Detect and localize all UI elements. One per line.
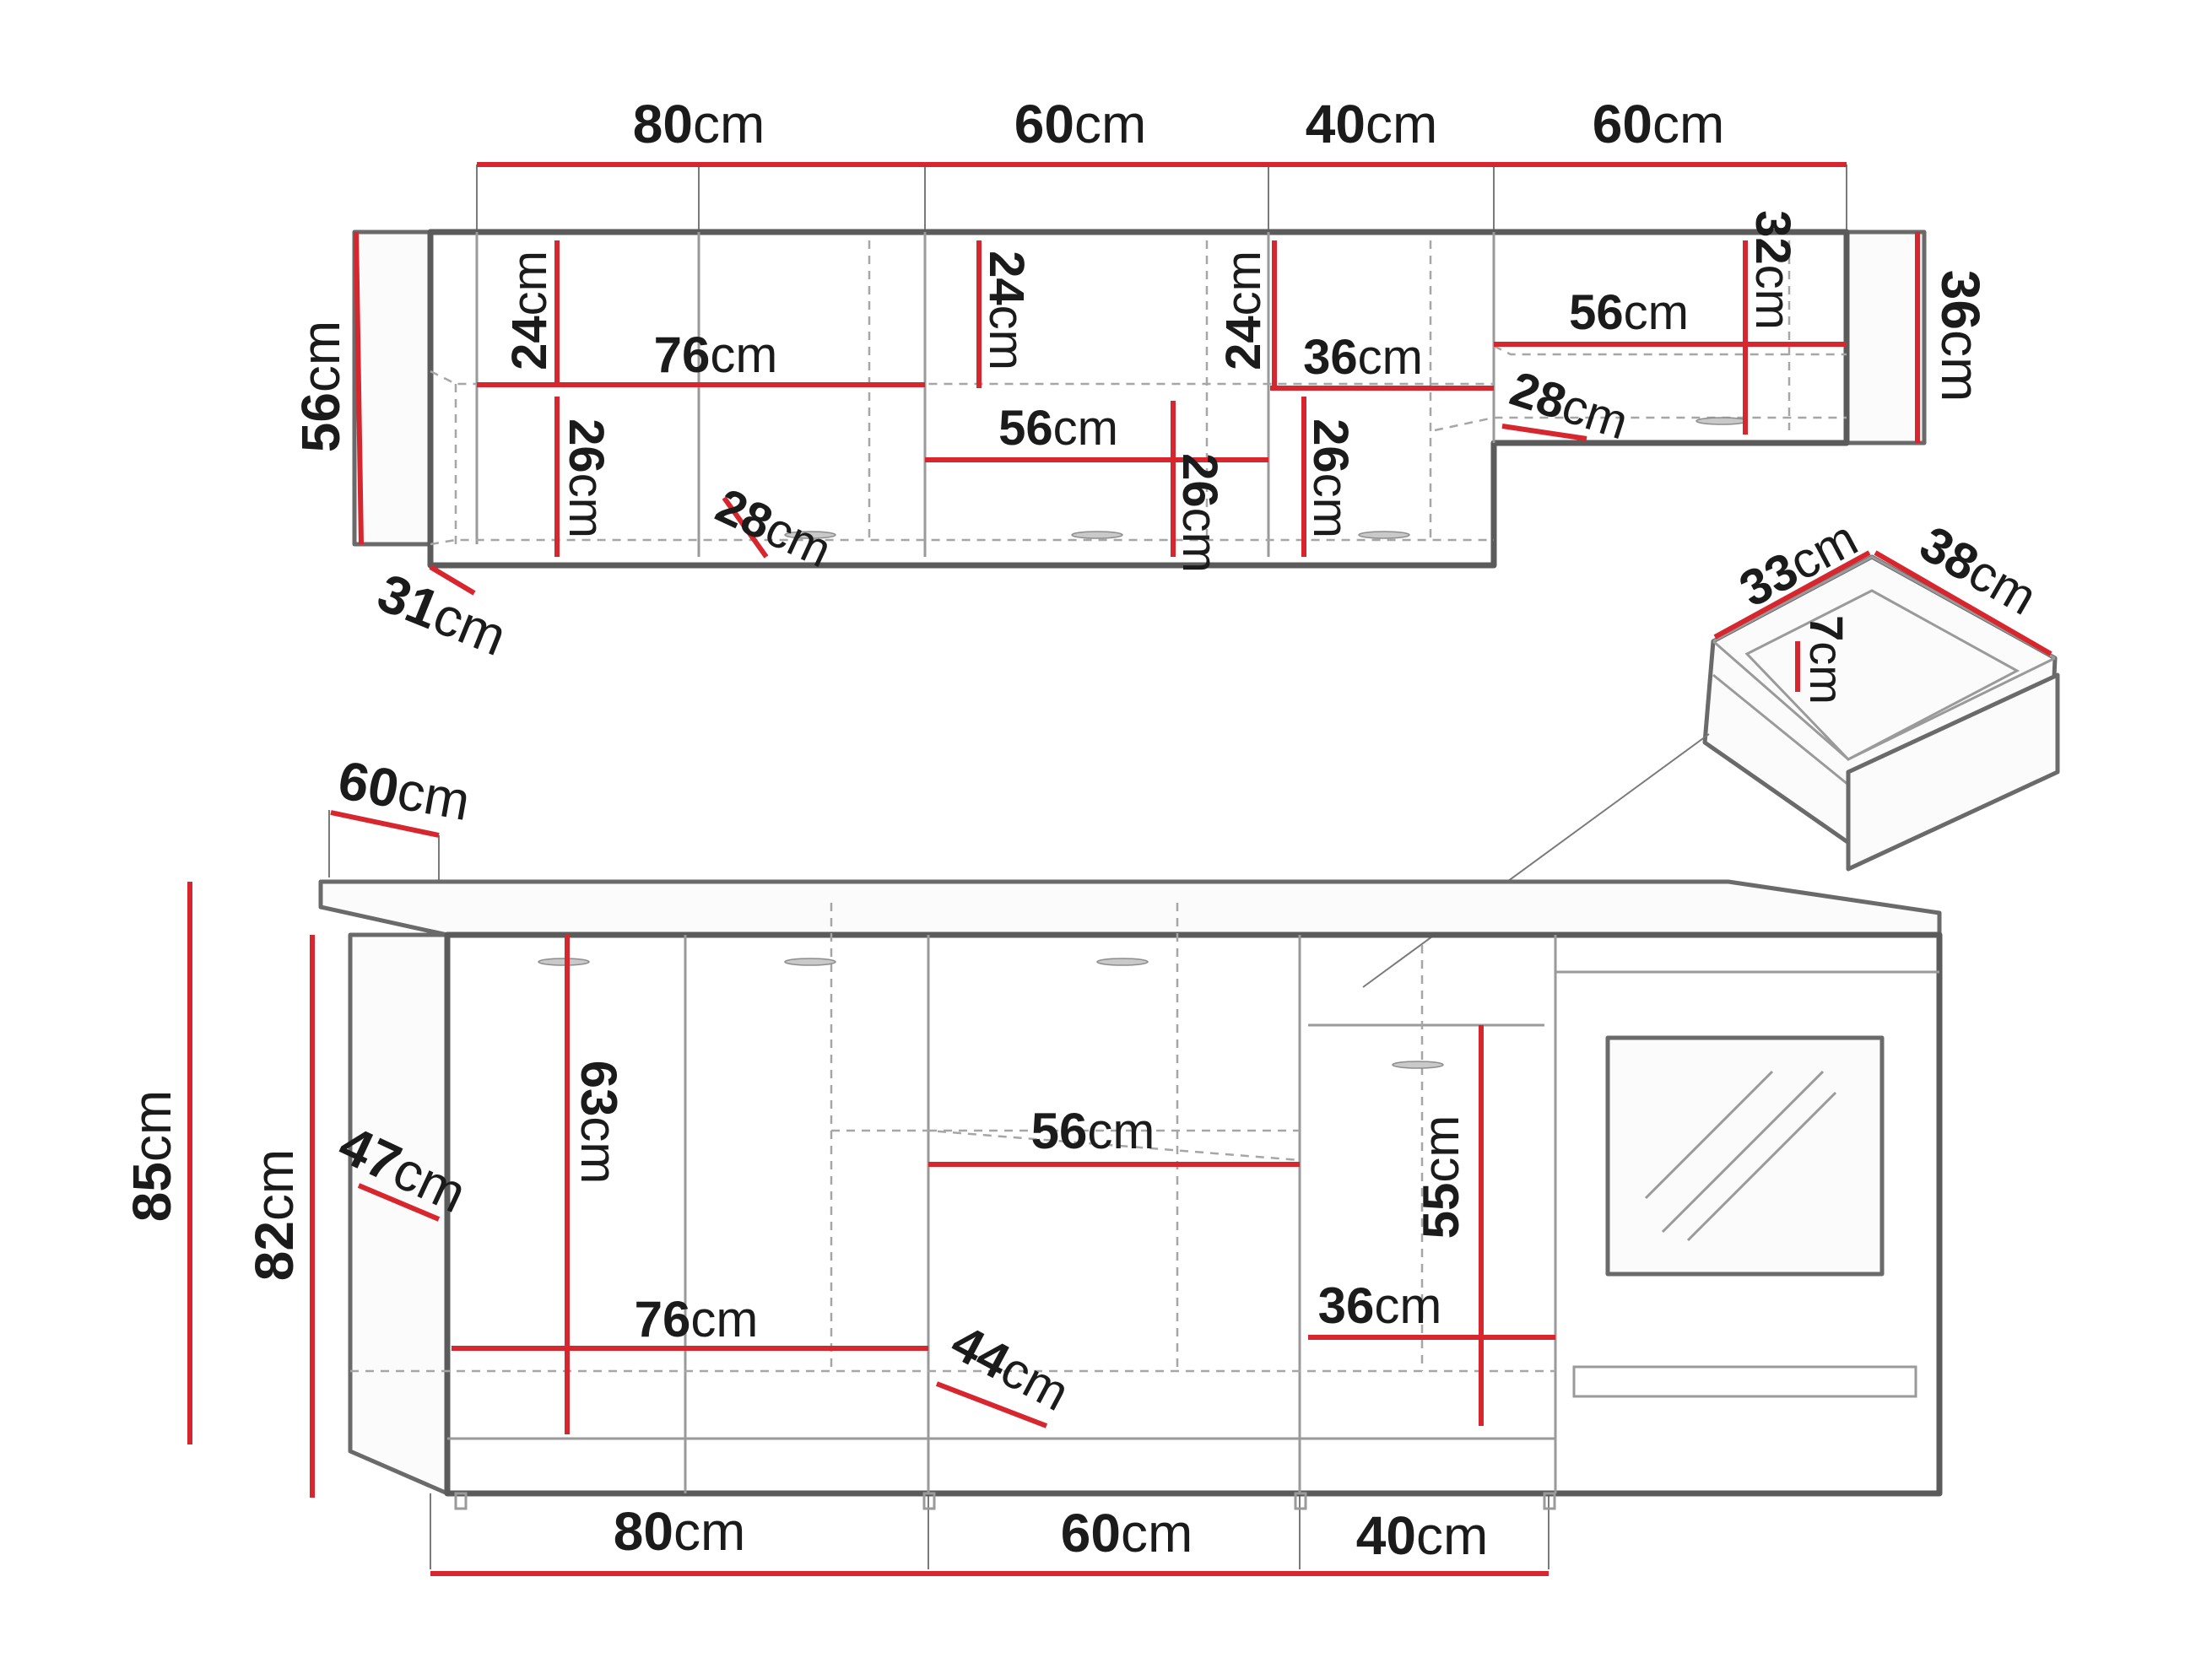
wall-inner-label-76: 76cm	[654, 327, 778, 383]
base-inner-label-36: 36cm	[1318, 1277, 1442, 1334]
wall-inner-label-56b: 56cm	[1569, 285, 1689, 340]
base-depth-label: 60cm	[334, 749, 475, 832]
wall-width-label-1: 80cm	[633, 94, 765, 154]
wall-inner-label-24c: 24cm	[1216, 251, 1271, 370]
wall-inner-label-32: 32cm	[1745, 210, 1800, 330]
wall-height-left-label: 56cm	[290, 321, 351, 453]
drawer-height-label: 7cm	[1800, 615, 1853, 705]
base-inner-label-63: 63cm	[571, 1061, 627, 1185]
base-width-label-2: 60cm	[1061, 1503, 1193, 1563]
wall-inner-label-26a: 26cm	[559, 418, 614, 538]
wall-width-label-3: 40cm	[1306, 94, 1438, 154]
base-total-height-label: 85cm	[122, 1090, 182, 1223]
base-cabinets	[187, 810, 1943, 1576]
wall-inner-label-36: 36cm	[1303, 330, 1423, 385]
wall-inner-label-24b: 24cm	[979, 251, 1034, 370]
base-inner-label-55: 55cm	[1413, 1115, 1469, 1239]
base-inner-label-76: 76cm	[635, 1291, 759, 1347]
base-width-label-1: 80cm	[614, 1501, 746, 1562]
wall-inner-label-26b: 26cm	[1172, 453, 1227, 573]
wall-height-right-label: 36cm	[1930, 270, 1991, 402]
drawer-detail	[1362, 550, 2060, 988]
wall-inner-label-26c: 26cm	[1303, 418, 1358, 538]
base-body-height-label: 82cm	[244, 1149, 305, 1282]
wall-width-label-4: 60cm	[1593, 94, 1725, 154]
wall-cabinets	[352, 162, 1927, 596]
wall-width-label-2: 60cm	[1014, 94, 1147, 154]
base-inner-label-44: 44cm	[943, 1314, 1079, 1422]
wall-depth-label: 31cm	[370, 562, 515, 667]
wall-inner-label-56a: 56cm	[998, 401, 1118, 456]
wall-inner-label-24a: 24cm	[502, 251, 557, 370]
base-inner-label-56: 56cm	[1031, 1103, 1155, 1159]
base-width-label-3: 40cm	[1356, 1505, 1489, 1566]
